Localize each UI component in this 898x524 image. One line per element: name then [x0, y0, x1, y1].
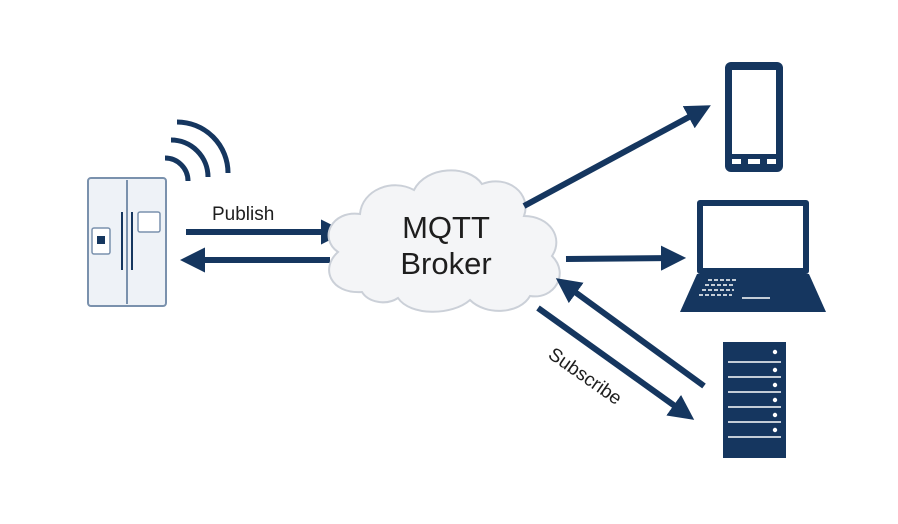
- to-server-arrow: [536, 305, 695, 420]
- broker-title-line1: MQTT: [402, 210, 490, 245]
- subscriber-arrows: [522, 105, 711, 420]
- laptop-icon: [680, 200, 826, 312]
- broker-title-line2: Broker: [400, 246, 491, 281]
- subscribe-label: Subscribe: [544, 344, 625, 410]
- to-laptop-arrow: [565, 245, 687, 271]
- from-server-arrow: [555, 278, 706, 389]
- smartphone-icon: [725, 62, 783, 172]
- publish-label: Publish: [212, 204, 274, 225]
- wifi-signal-icon: [164, 119, 231, 182]
- server-rack-icon: [723, 342, 786, 458]
- to-phone-arrow: [522, 105, 711, 209]
- fridge-icon: [87, 177, 167, 307]
- publish-arrows: [179, 219, 347, 273]
